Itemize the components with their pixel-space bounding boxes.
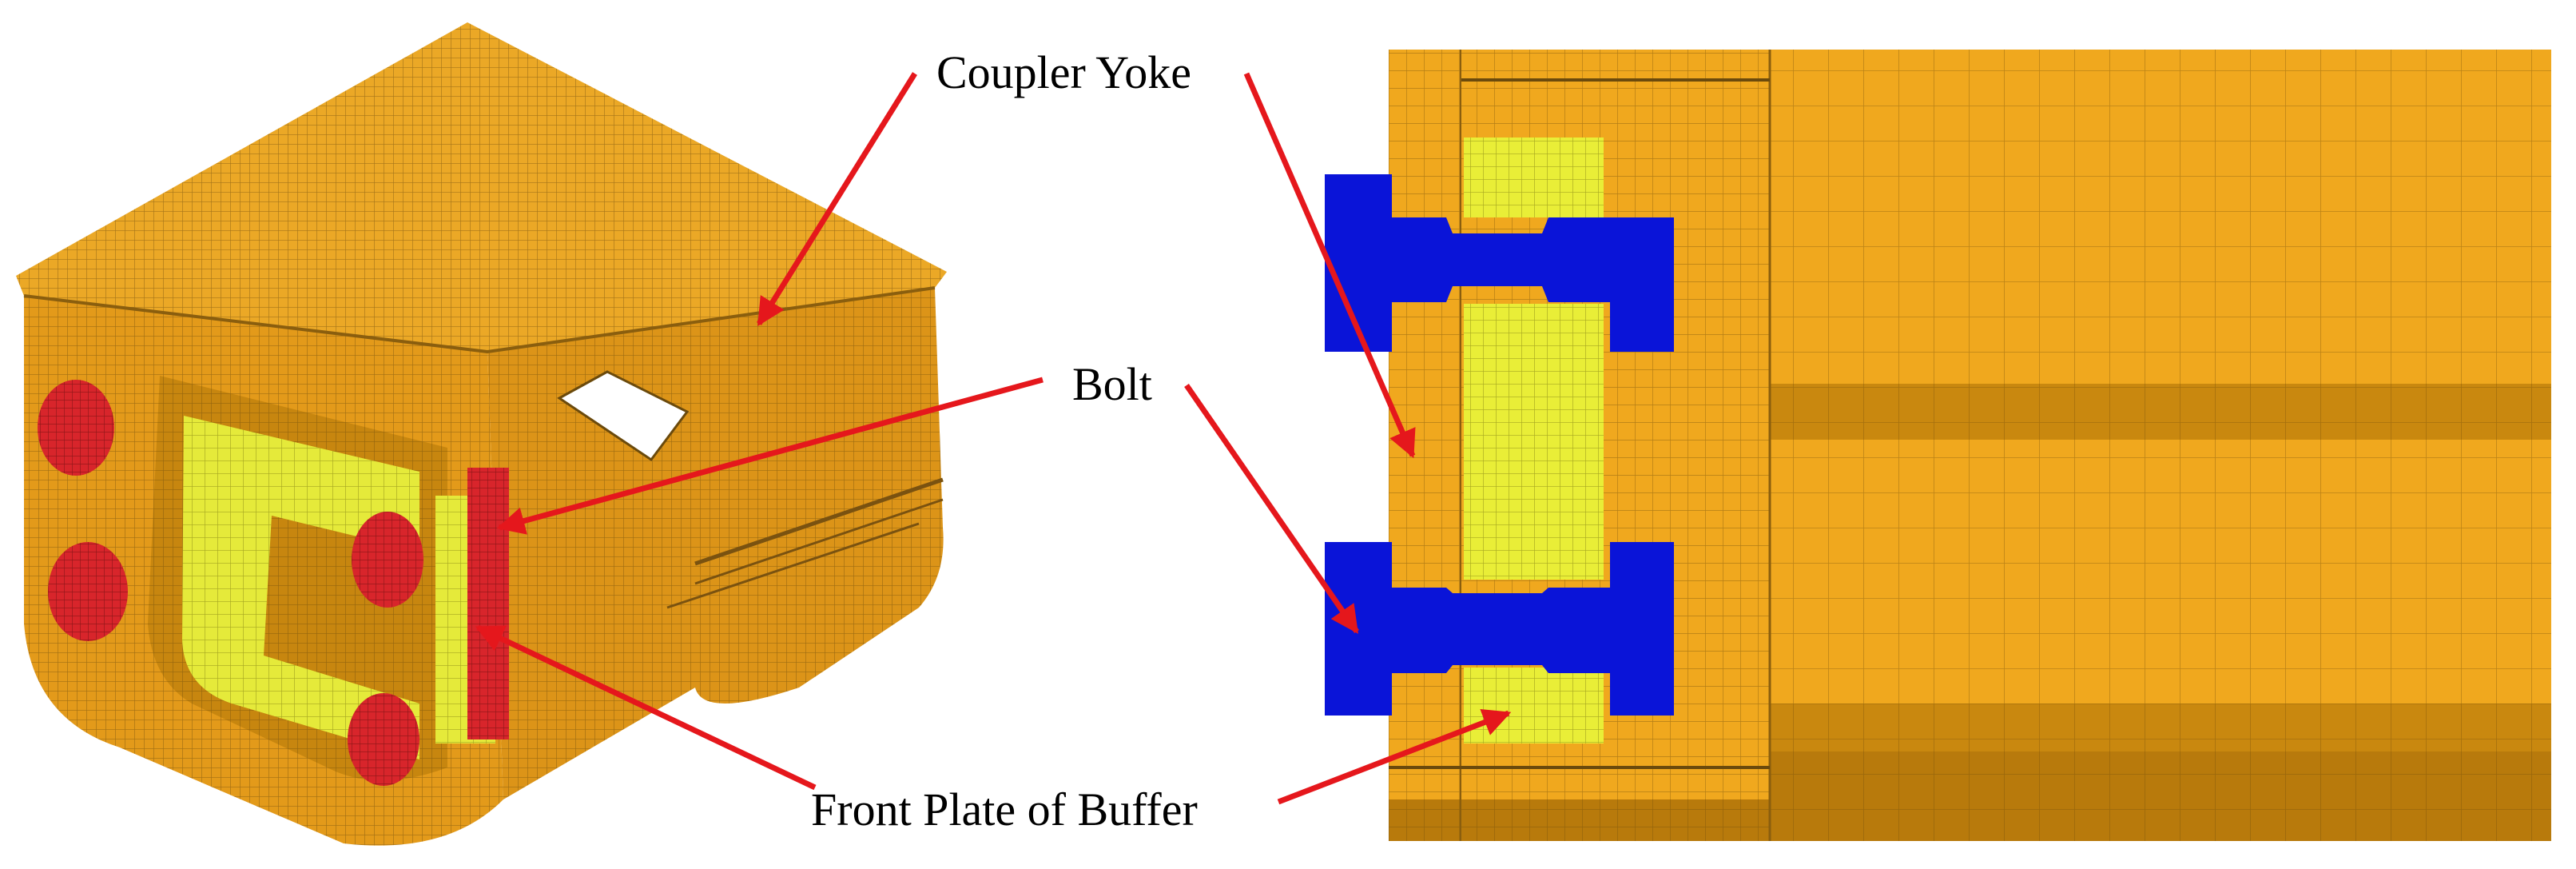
bolt-section	[1325, 174, 1674, 716]
arrow-coupler-yoke-left	[757, 72, 917, 326]
arrow-bolt-left	[496, 377, 1044, 535]
label-bolt: Bolt	[1072, 358, 1152, 410]
arrow-coupler-yoke-right	[1243, 72, 1416, 459]
label-front-plate: Front Plate of Buffer	[811, 783, 1198, 835]
callout-arrows	[475, 72, 1512, 805]
yoke-3d-model	[16, 22, 947, 846]
yoke-section-view	[1325, 50, 2551, 841]
arrow-bolt-right	[1184, 384, 1359, 634]
arrow-front-plate-left	[475, 624, 817, 791]
bolt-heads-3d	[38, 380, 423, 786]
front-plate-section	[1464, 138, 1604, 743]
arrow-front-plate-right	[1277, 708, 1512, 805]
label-coupler-yoke: Coupler Yoke	[936, 46, 1191, 98]
yoke-window	[557, 370, 690, 462]
